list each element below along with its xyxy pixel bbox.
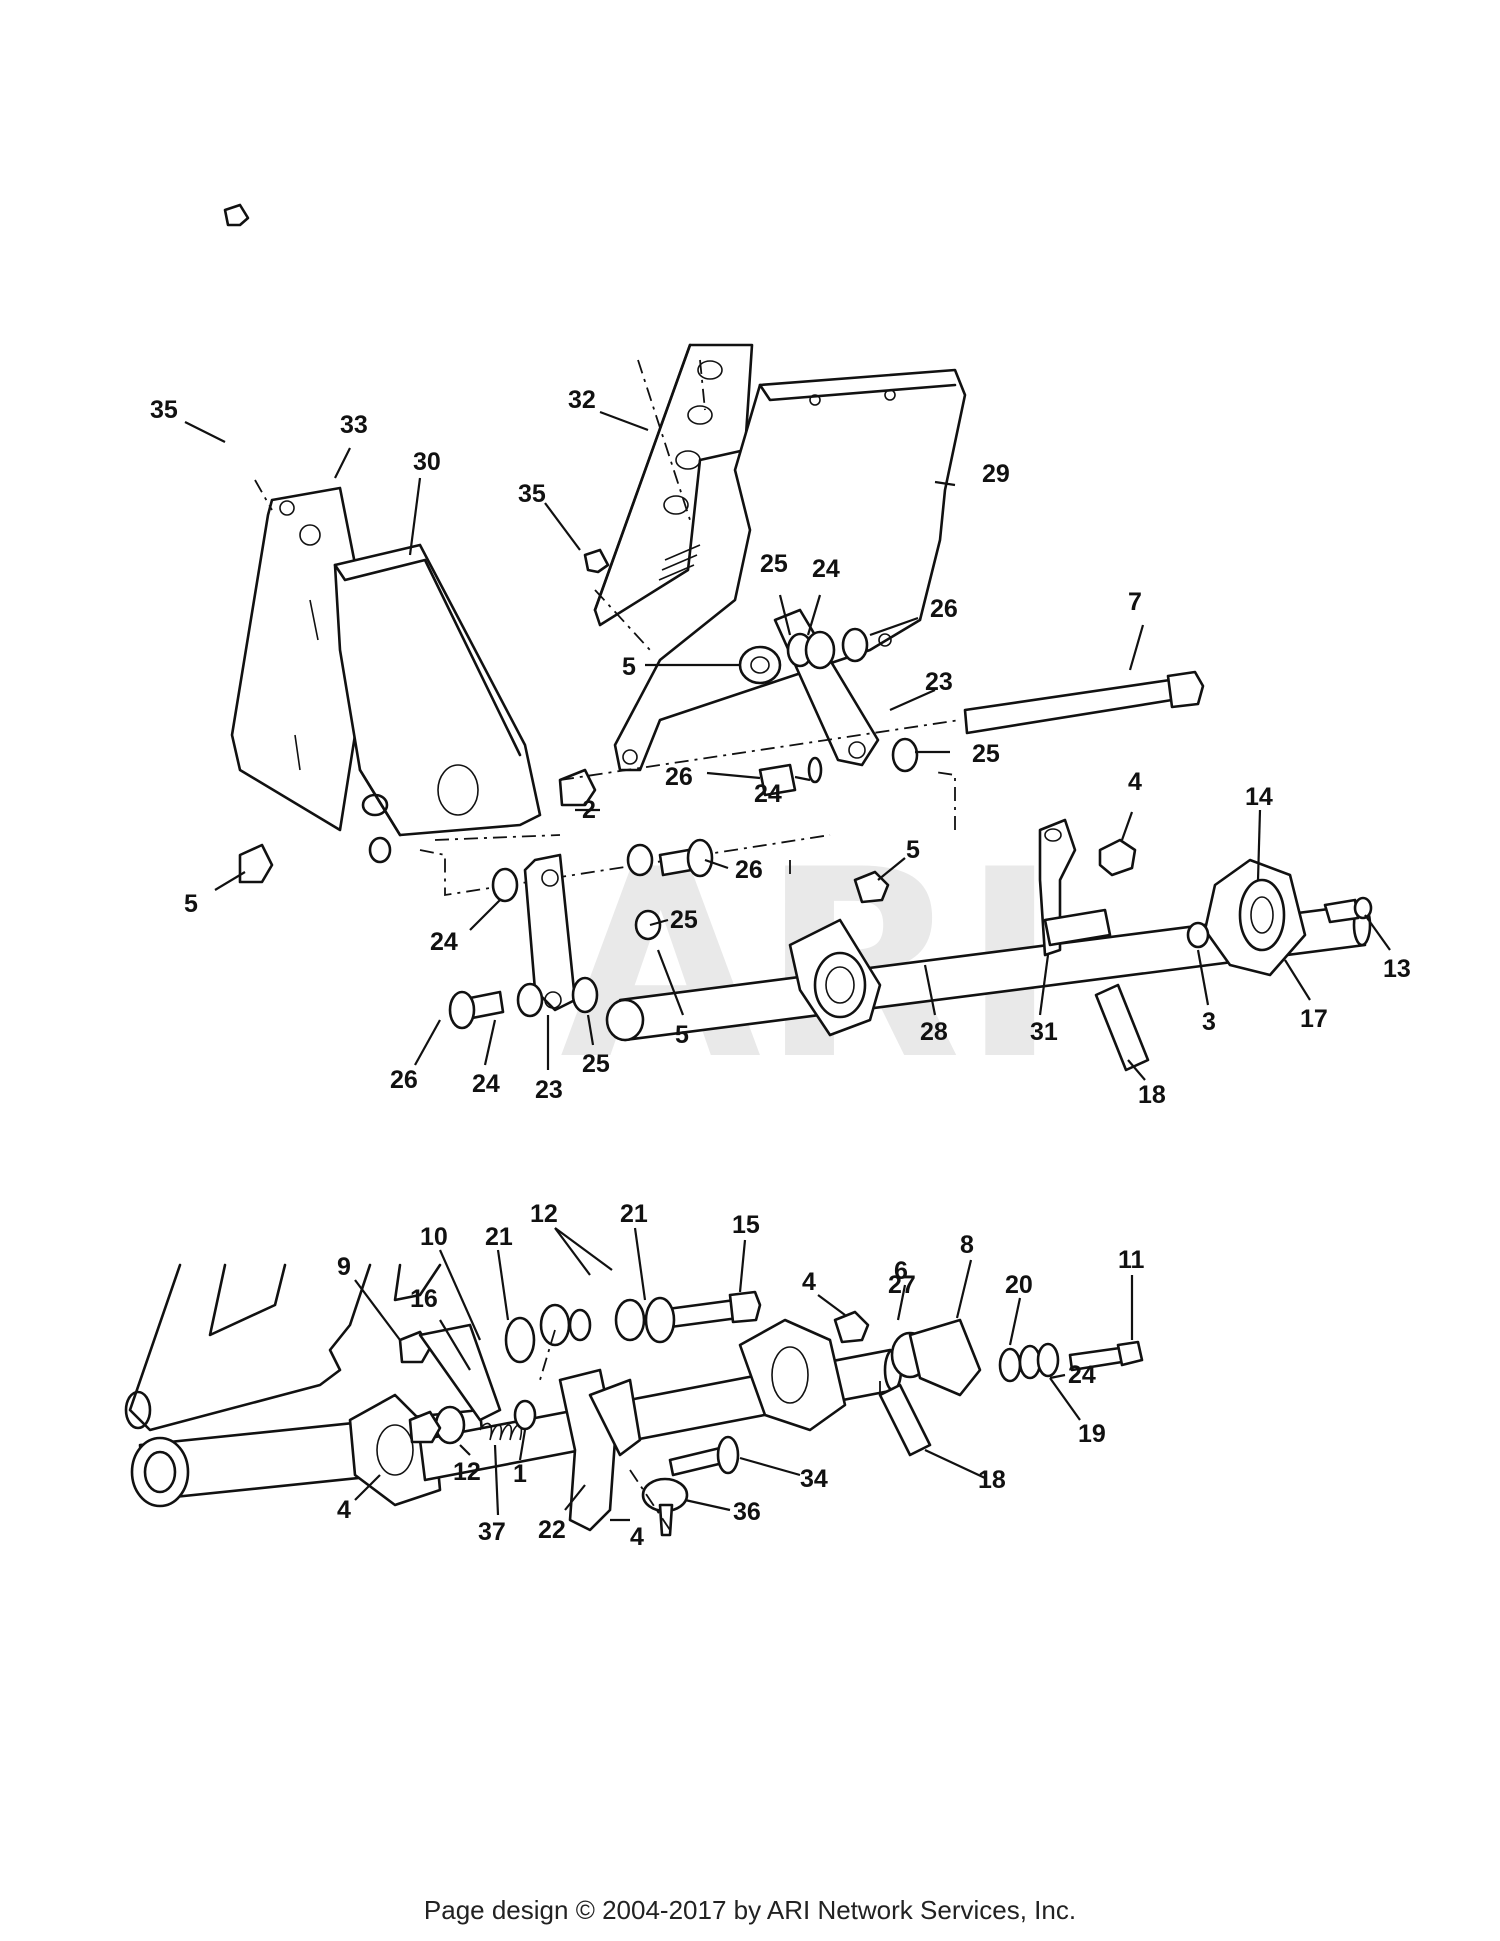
- callout-label: 35: [518, 480, 546, 508]
- callout-label: 25: [670, 906, 698, 934]
- callout-label: 3: [1202, 1008, 1216, 1036]
- callout-label: 17: [1300, 1005, 1328, 1033]
- frame-outline: [128, 1263, 442, 1432]
- callout-label: 32: [568, 386, 596, 414]
- lower-assembly: [124, 1263, 1144, 1537]
- callout-label: 23: [925, 668, 953, 696]
- callout-label: 35: [150, 396, 178, 424]
- callout-label: 9: [337, 1253, 351, 1281]
- callout-label: 6: [894, 1257, 908, 1285]
- perforated-plate-32: [593, 343, 754, 627]
- callout-label: 34: [800, 1465, 828, 1493]
- callout-label: 30: [413, 448, 441, 476]
- upper-dashed-guides: [254, 359, 961, 897]
- callout-label: 21: [620, 1200, 648, 1228]
- callout-label: 26: [930, 595, 958, 623]
- callout-label: 14: [1245, 783, 1273, 811]
- callout-label: 25: [760, 550, 788, 578]
- upper-assembly: [223, 203, 1373, 1072]
- callout-labels-upper: 35 33 30 32 35 29 25 24 26 5 7 23 2 25 2…: [150, 386, 1411, 1109]
- callout-label: 5: [622, 653, 636, 681]
- callout-label: 23: [535, 1076, 563, 1104]
- callout-label: 12: [453, 1458, 481, 1486]
- callout-label: 4: [337, 1496, 351, 1524]
- callout-label: 19: [1078, 1420, 1106, 1448]
- callout-label: 11: [1118, 1246, 1145, 1274]
- callout-label: 26: [665, 763, 693, 791]
- callout-label: 5: [906, 836, 920, 864]
- callout-label: 24: [754, 780, 782, 808]
- callout-label: 15: [732, 1211, 760, 1239]
- callout-labels-lower: 12 21 15 10 21 9 16 4 6 8 27 20 11 24 12…: [337, 1200, 1145, 1551]
- callout-label: 20: [1005, 1271, 1033, 1299]
- callout-label: 4: [1128, 768, 1142, 796]
- callout-label: 5: [675, 1021, 689, 1049]
- callout-label: 24: [430, 928, 458, 956]
- callout-label: 18: [978, 1466, 1006, 1494]
- callout-label: 28: [920, 1018, 948, 1046]
- callout-label: 8: [960, 1231, 974, 1259]
- callout-label: 2: [582, 796, 596, 824]
- spring-37: [479, 1422, 523, 1441]
- bracket-plate-29: [613, 368, 967, 772]
- callout-label: 10: [420, 1223, 448, 1251]
- upper-hardware: [223, 203, 919, 884]
- callout-label: 5: [184, 890, 198, 918]
- callout-label: 31: [1030, 1018, 1058, 1046]
- callout-label: 26: [390, 1066, 418, 1094]
- callout-label: 24: [1068, 1361, 1096, 1389]
- callout-label: 24: [812, 555, 840, 583]
- bolt-7: [963, 670, 1205, 735]
- callout-label: 33: [340, 411, 368, 439]
- callout-label: 25: [582, 1050, 610, 1078]
- leader-lines: [184, 410, 1391, 1522]
- page-footer: Page design © 2004-2017 by ARI Network S…: [423, 1895, 1077, 1925]
- callout-label: 1: [513, 1460, 527, 1488]
- callout-label: 4: [802, 1268, 816, 1296]
- callout-label: 16: [410, 1285, 438, 1313]
- callout-label: 25: [972, 740, 1000, 768]
- callout-label: 22: [538, 1516, 566, 1544]
- callout-label: 12: [530, 1200, 558, 1228]
- callout-label: 13: [1383, 955, 1411, 983]
- callout-label: 4: [630, 1523, 644, 1551]
- callout-label: 24: [472, 1070, 500, 1098]
- lower-dashed-guides: [539, 1329, 881, 1531]
- callout-label: 21: [485, 1223, 513, 1251]
- callout-label: 26: [735, 856, 763, 884]
- callout-label: 18: [1138, 1081, 1166, 1109]
- callout-label: 36: [733, 1498, 761, 1526]
- shaft-28: [448, 818, 1373, 1072]
- callout-label: 37: [478, 1518, 506, 1546]
- callout-label: 7: [1128, 588, 1142, 616]
- callout-label: 29: [982, 460, 1010, 488]
- callout-label: 27: [888, 1271, 916, 1299]
- housing-30: [333, 543, 542, 864]
